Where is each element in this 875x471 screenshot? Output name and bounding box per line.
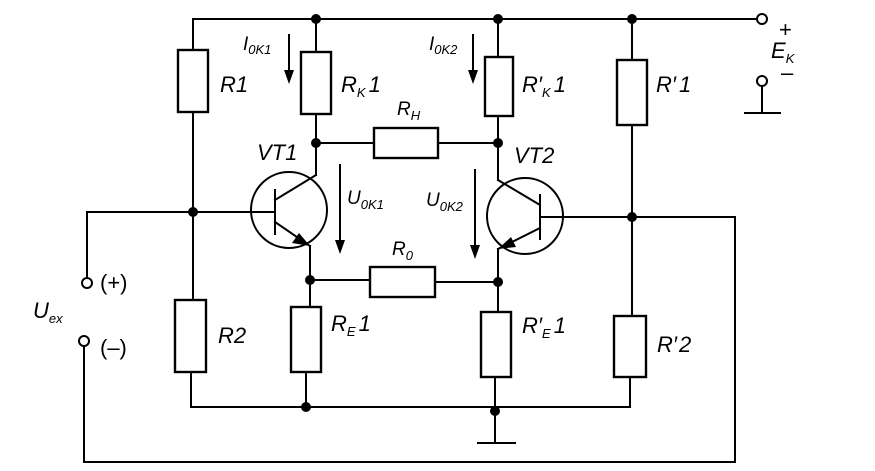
label-supply: EK bbox=[771, 38, 796, 66]
label-i0k2: I0K2 bbox=[429, 34, 458, 57]
resistor-re1 bbox=[289, 305, 323, 374]
resistor-r2 bbox=[173, 298, 208, 374]
vt2-base-wire bbox=[83, 216, 736, 463]
label-vt2: VT2 bbox=[514, 143, 554, 168]
label-rp2: R′2 bbox=[657, 332, 691, 357]
u0k2-arrowhead bbox=[470, 245, 480, 259]
terminals bbox=[78, 13, 768, 347]
junction bbox=[627, 212, 637, 222]
resistor-rpe1 bbox=[479, 310, 513, 379]
resistor-rp2 bbox=[612, 314, 648, 379]
label-u0k2: U0K2 bbox=[426, 190, 464, 214]
label-supply-plus: + bbox=[779, 17, 792, 42]
junction bbox=[493, 277, 503, 287]
label-rh: RH bbox=[397, 99, 421, 123]
junction bbox=[490, 406, 500, 416]
label-input: Uex bbox=[33, 298, 63, 326]
wires bbox=[83, 18, 781, 463]
junction bbox=[493, 138, 503, 148]
junction bbox=[301, 402, 311, 412]
vt1-base-wire bbox=[86, 211, 251, 279]
junction bbox=[311, 138, 321, 148]
label-r2: R2 bbox=[218, 323, 246, 348]
resistor-rh bbox=[372, 126, 440, 160]
resistor-r0 bbox=[368, 265, 437, 299]
input-plus-terminal bbox=[81, 277, 93, 289]
label-vt1: VT1 bbox=[257, 140, 297, 165]
label-input-plus: (+) bbox=[100, 270, 128, 295]
vt1-envelope bbox=[250, 171, 328, 249]
junction bbox=[493, 14, 503, 24]
vt2-collector-leg bbox=[496, 178, 542, 207]
junction bbox=[311, 14, 321, 24]
label-u0k1: U0K1 bbox=[347, 188, 384, 212]
label-supply-minus: – bbox=[781, 60, 794, 85]
resistor-r1 bbox=[176, 48, 210, 114]
junction bbox=[305, 275, 315, 285]
input-minus-terminal bbox=[78, 335, 90, 347]
resistor-rp1 bbox=[615, 58, 649, 127]
junctions bbox=[188, 14, 637, 416]
label-r0: R0 bbox=[392, 239, 414, 263]
label-input-minus: (–) bbox=[100, 335, 127, 360]
i0k2-arrowhead bbox=[468, 70, 478, 84]
supply-plus-terminal bbox=[756, 13, 768, 25]
junction bbox=[188, 207, 198, 217]
label-r1: R1 bbox=[220, 72, 248, 97]
vt2-base-bar bbox=[539, 194, 563, 240]
i0k1-arrowhead bbox=[284, 70, 294, 84]
vt1-emitter-arrow bbox=[292, 233, 310, 246]
resistor-rpk1 bbox=[483, 55, 515, 118]
vt2-emitter-arrow bbox=[498, 237, 516, 249]
transistor-vt2 bbox=[486, 177, 564, 255]
u0k1-arrowhead bbox=[335, 240, 345, 254]
resistor-rk1 bbox=[299, 50, 333, 116]
resistors bbox=[173, 48, 649, 379]
supply-minus-terminal bbox=[756, 75, 768, 87]
vt1-base-bar bbox=[249, 189, 276, 235]
r0-wire bbox=[309, 279, 499, 283]
supply-ground-wire bbox=[744, 85, 781, 114]
vt1-collector-leg bbox=[273, 173, 318, 202]
left-divider-wire bbox=[190, 18, 194, 408]
label-i0k1: I0K1 bbox=[243, 34, 271, 57]
indicator-arrows bbox=[284, 34, 480, 259]
label-rp1: R′1 bbox=[656, 72, 691, 97]
transistor-vt1 bbox=[249, 171, 328, 249]
junction bbox=[627, 14, 637, 24]
